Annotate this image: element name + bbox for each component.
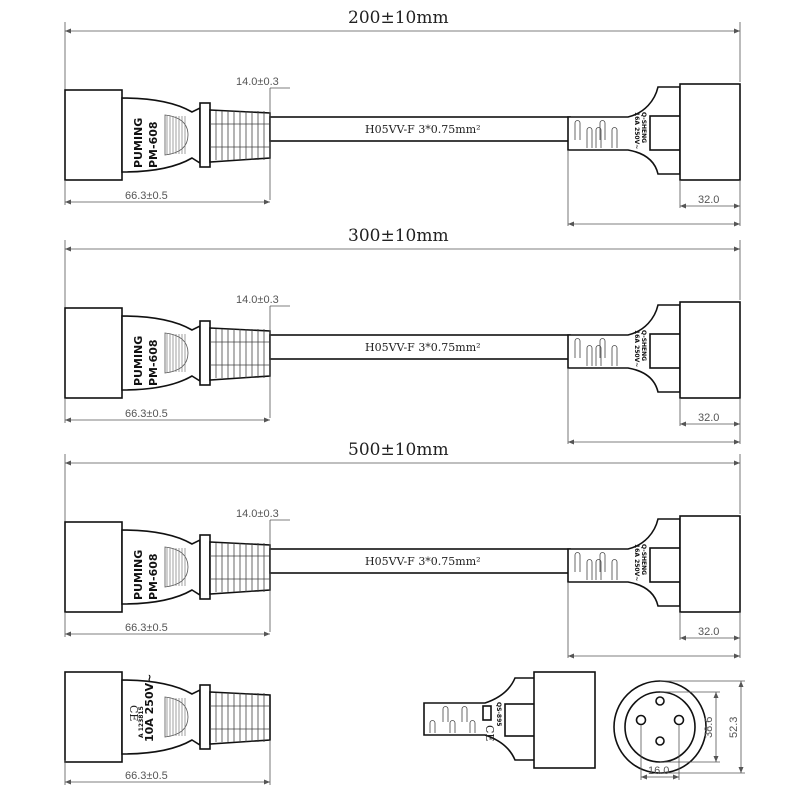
pin-spacing-label: 16.0 xyxy=(648,765,669,777)
plug-grip-slot xyxy=(586,345,593,366)
plug-neck xyxy=(649,547,681,583)
overall-length-label: 500±10mm xyxy=(348,440,449,460)
plug-head-dim-arrows xyxy=(680,635,740,641)
plug-head xyxy=(679,83,741,181)
certification-mark-k xyxy=(482,705,492,721)
plug-neck xyxy=(649,333,681,369)
model-label: PM-608 xyxy=(147,339,160,386)
cable-spec-label: H05VV-F 3*0.75mm² xyxy=(365,123,481,136)
model-label: PM-608 xyxy=(147,553,160,600)
plug-side-ce-mark: CE xyxy=(483,725,496,741)
plug-head-dim-arrows xyxy=(680,421,740,427)
plug-grip-slot xyxy=(461,706,468,722)
cable xyxy=(269,334,571,360)
plug-rating: 16A 250V~ xyxy=(633,112,640,149)
plug-head xyxy=(679,515,741,613)
iec-connector-back-collar xyxy=(199,684,211,750)
plug-rating: 16A 250V~ xyxy=(633,544,640,581)
iec-connector-head xyxy=(64,89,123,181)
plug-marking: Q-SHENG xyxy=(640,330,647,361)
iec-connector-collar xyxy=(199,534,211,600)
overall-length-label: 200±10mm xyxy=(348,8,449,28)
connector-back-length-label: 66.3±0.5 xyxy=(125,770,168,782)
connector-length-label: 66.3±0.5 xyxy=(125,408,168,420)
plug-grip-slot xyxy=(595,127,602,148)
cable-spec-label: H05VV-F 3*0.75mm² xyxy=(365,341,481,354)
plug-head-dim-arrows xyxy=(680,203,740,209)
overall-length-label: 300±10mm xyxy=(348,226,449,246)
plug-grip-slot xyxy=(611,127,618,148)
earth-clip-top xyxy=(655,696,665,706)
plug-grip-slot xyxy=(595,559,602,580)
plug-head xyxy=(679,301,741,399)
plug-head-dim-label: 32.0 xyxy=(698,194,719,206)
plug-grip-slot xyxy=(574,120,581,140)
brand-label: PUMING xyxy=(132,336,145,386)
collar-dim-label: 14.0±0.3 xyxy=(236,508,279,520)
model-label: PM-608 xyxy=(147,121,160,168)
connector-length-label: 66.3±0.5 xyxy=(125,190,168,202)
plug-grip-slot xyxy=(469,720,476,733)
plug-grip-slot xyxy=(611,559,618,580)
plug-grip-slot xyxy=(586,127,593,148)
plug-grip-slot xyxy=(599,120,606,140)
connector-rating: 10A 250V~ xyxy=(143,674,156,742)
plug-head-dim-label: 32.0 xyxy=(698,626,719,638)
iec-connector-head xyxy=(64,307,123,399)
plug-grip-slot xyxy=(442,706,449,722)
plug-grip-slot xyxy=(429,720,436,733)
plug-marking: Q-SHENG xyxy=(640,544,647,575)
iec-connector-collar xyxy=(199,320,211,386)
collar-dim-label: 14.0±0.3 xyxy=(236,294,279,306)
plug-grip-slot xyxy=(574,552,581,572)
inner-diameter-label: 38.6 xyxy=(703,717,715,738)
plug-head-dim-label: 32.0 xyxy=(698,412,719,424)
plug-side-head xyxy=(533,671,596,769)
pin-left xyxy=(635,714,647,726)
iec-connector-head xyxy=(64,521,123,613)
pin-right xyxy=(673,714,685,726)
connector-code: A 123815 xyxy=(138,706,145,738)
plug-side-code: QS-895 xyxy=(495,702,502,726)
outer-diameter-label: 52.3 xyxy=(728,717,740,738)
brand-label: PUMING xyxy=(132,118,145,168)
iec-connector-back-head xyxy=(64,671,123,763)
plug-grip-slot xyxy=(595,345,602,366)
brand-label: PUMING xyxy=(132,550,145,600)
plug-grip-slot xyxy=(449,720,456,733)
plug-grip-slot xyxy=(586,559,593,580)
iec-connector-collar xyxy=(199,102,211,168)
plug-grip-slot xyxy=(599,552,606,572)
plug-rating: 16A 250V~ xyxy=(633,330,640,367)
plug-side-neck xyxy=(504,703,536,737)
plug-neck xyxy=(649,115,681,151)
plug-grip-slot xyxy=(574,338,581,358)
plug-grip-slot xyxy=(611,345,618,366)
earth-clip-bottom xyxy=(655,736,665,746)
connector-length-label: 66.3±0.5 xyxy=(125,622,168,634)
plug-grip-slot xyxy=(599,338,606,358)
collar-dim-label: 14.0±0.3 xyxy=(236,76,279,88)
ce-mark: CE xyxy=(127,705,140,721)
cable-spec-label: H05VV-F 3*0.75mm² xyxy=(365,555,481,568)
plug-marking: Q-SHENG xyxy=(640,112,647,143)
